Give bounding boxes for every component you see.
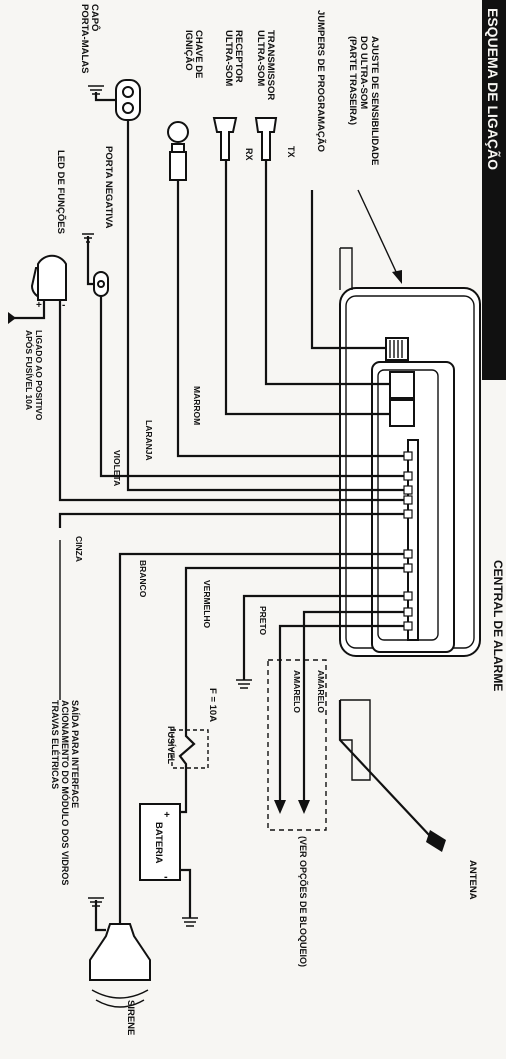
svg-text:F = 10A: F = 10A	[207, 688, 218, 722]
svg-text:(VER OPÇÕES DE BLOQUEIO): (VER OPÇÕES DE BLOQUEIO)	[298, 836, 308, 967]
wire-label-branco: BRANCO	[138, 560, 148, 598]
negative-door-switch: PORTA NEGATIVA	[82, 146, 404, 478]
svg-text:ANTENA: ANTENA	[467, 860, 478, 900]
ignition-key: CHAVE DE IGNIÇÃO	[167, 30, 404, 458]
svg-text:(PARTE TRASEIRA): (PARTE TRASEIRA)	[347, 36, 358, 125]
antenna: ANTENA	[338, 700, 478, 900]
svg-text:SAÍDA PARA INTERFACE: SAÍDA PARA INTERFACE	[70, 700, 80, 808]
svg-text:TRANSMISSOR: TRANSMISSOR	[265, 30, 276, 100]
wire-vermelho	[184, 566, 404, 700]
svg-text:+: +	[36, 300, 42, 311]
svg-text:LIGADO AO POSITIVO: LIGADO AO POSITIVO	[34, 330, 44, 421]
wire-preto	[242, 594, 404, 680]
jumpers-label: JUMPERS DE PROGRAMAÇÃO	[310, 10, 386, 350]
block-output: AMARELO AMARELO (VER OPÇÕES DE BLOQUEIO)	[267, 610, 404, 967]
svg-text:+: +	[164, 810, 170, 821]
svg-text:PORTA-MALAS: PORTA-MALAS	[79, 4, 90, 73]
ultrasound-receiver: RECEPTOR ULTRA-SOM RX	[212, 30, 390, 416]
wire-label-laranja: LARANJA	[144, 420, 154, 461]
wire-label-preto: PRETO	[258, 606, 268, 636]
wire-cinza	[58, 512, 404, 528]
svg-text:JUMPERS DE PROGRAMAÇÃO: JUMPERS DE PROGRAMAÇÃO	[315, 10, 326, 152]
svg-text:TRAVAS ELÉTRICAS: TRAVAS ELÉTRICAS	[50, 700, 60, 789]
svg-text:PORTA NEGATIVA: PORTA NEGATIVA	[103, 146, 114, 229]
tx-connector	[389, 371, 415, 399]
svg-text:DO ULTRA-SOM: DO ULTRA-SOM	[358, 36, 369, 109]
svg-text:RECEPTOR: RECEPTOR	[233, 30, 244, 83]
svg-text:ACIONAMENTO DO MÓDULO DOS VIDR: ACIONAMENTO DO MÓDULO DOS VIDROS	[60, 700, 71, 885]
svg-text:FUSÍVEL: FUSÍVEL	[166, 726, 176, 765]
wire-label-cinza: CINZA	[74, 536, 84, 562]
wire-label-vermelho: VERMELHO	[202, 580, 212, 629]
svg-text:ULTRA-SOM: ULTRA-SOM	[223, 30, 234, 86]
svg-text:ULTRA-SOM: ULTRA-SOM	[255, 30, 266, 86]
connector-pins	[403, 451, 413, 631]
svg-text:RX: RX	[244, 148, 254, 161]
siren: SIRENE	[88, 897, 151, 1035]
battery: BATERIA + -	[139, 800, 198, 927]
svg-text:AJUSTE DE SENSIBILIDADE: AJUSTE DE SENSIBILIDADE	[369, 36, 380, 165]
ground-preto	[236, 679, 252, 689]
svg-text:CHAVE DE: CHAVE DE	[193, 30, 204, 78]
interface-output-label: SAÍDA PARA INTERFACE ACIONAMENTO DO MÓDU…	[50, 700, 80, 885]
hood-trunk-switch: CAPÔ PORTA-MALAS	[79, 4, 404, 492]
wire-branco	[118, 552, 404, 920]
svg-text:BATERIA: BATERIA	[153, 822, 164, 864]
svg-text:-: -	[62, 300, 65, 311]
function-led: LED DE FUNÇÕES + - LIGADO AO POSITIVO AP…	[8, 150, 404, 502]
wire-label-marrom: MARROM	[192, 386, 202, 425]
header-title: ESQUEMA DE LIGAÇÃO	[485, 8, 502, 170]
rx-connector	[389, 399, 415, 427]
fuse: F = 10A FUSÍVEL	[166, 688, 218, 800]
ultrasound-transmitter: TRANSMISSOR ULTRA-SOM TX	[254, 30, 390, 386]
central-title: CENTRAL DE ALARME	[491, 560, 505, 691]
sensitivity-label: AJUSTE DE SENSIBILIDADE DO ULTRA-SOM (PA…	[347, 36, 402, 284]
svg-text:IGNIÇÃO: IGNIÇÃO	[183, 30, 194, 71]
svg-text:LED DE FUNÇÕES: LED DE FUNÇÕES	[55, 150, 66, 234]
svg-text:SIRENE: SIRENE	[125, 1000, 136, 1035]
svg-text:APÓS FUSÍVEL 10A: APÓS FUSÍVEL 10A	[24, 330, 35, 410]
svg-text:TX: TX	[286, 146, 296, 158]
svg-text:CAPÔ: CAPÔ	[89, 4, 101, 31]
svg-text:-: -	[164, 871, 168, 883]
svg-text:AMARELO: AMARELO	[292, 670, 302, 713]
wire-label-violeta: VIOLETA	[112, 450, 122, 486]
svg-text:AMARELO: AMARELO	[316, 670, 326, 713]
header-bar	[482, 0, 506, 380]
